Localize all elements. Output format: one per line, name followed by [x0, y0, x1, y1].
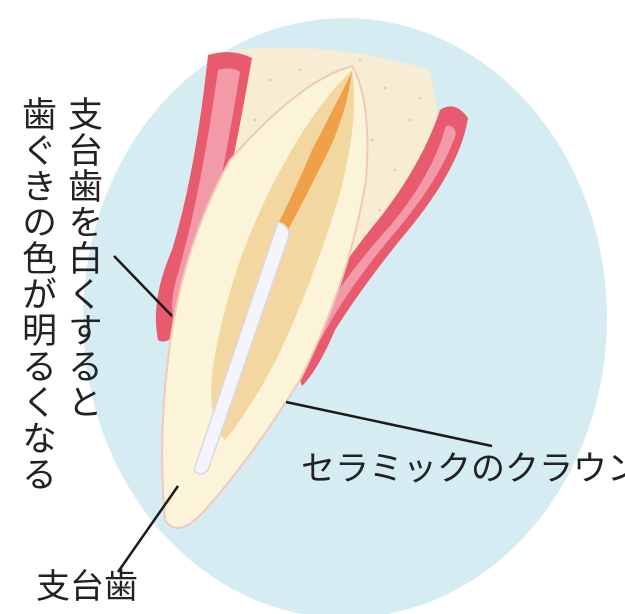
leader-line-gum — [113, 255, 173, 317]
root-canal — [278, 72, 352, 230]
leader-line-abutment — [116, 485, 180, 573]
leader-line-crown — [285, 400, 493, 448]
gum-right-highlight — [307, 125, 456, 361]
label-whiten-abutment: 支台歯を白くすると — [62, 96, 102, 420]
label-abutment-tooth: 支台歯 — [36, 567, 138, 607]
abutment-post — [193, 221, 290, 475]
label-ceramic-crown: セラミックのクラウン — [301, 449, 625, 489]
label-gum-color-brighter: 歯ぐきの色が明るくなる — [16, 96, 56, 492]
